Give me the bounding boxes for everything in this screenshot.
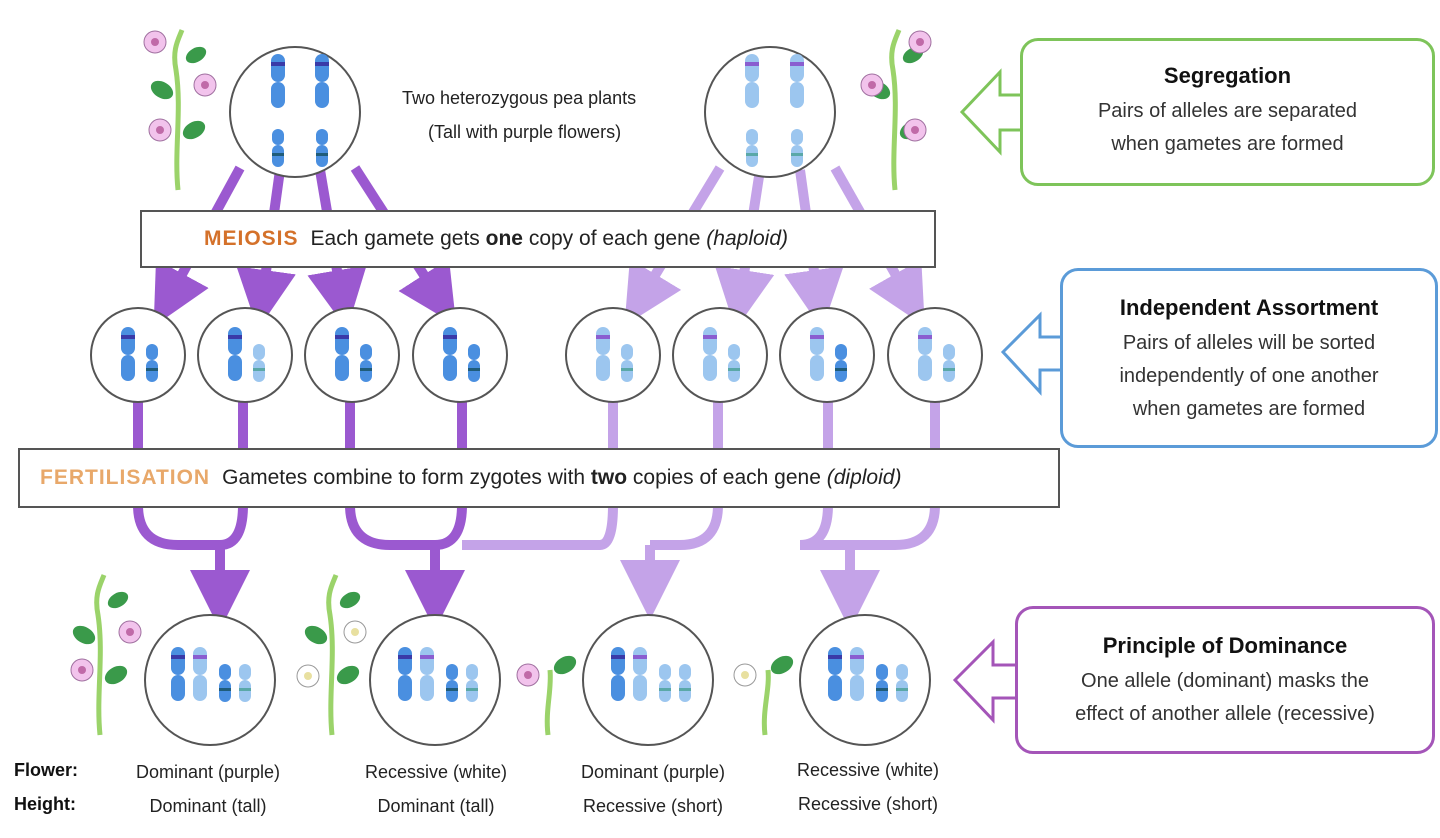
parent-plant-left-icon xyxy=(143,30,217,190)
independent-assortment-callout: Independent Assortment Pairs of alleles … xyxy=(1060,268,1438,448)
offspring-1-height: Dominant (tall) xyxy=(149,796,267,816)
parents-caption-line2: (Tall with purple flowers) xyxy=(428,122,622,142)
segregation-line2: when gametes are formed xyxy=(1111,133,1344,155)
meiosis-banner: MEIOSIS Each gamete gets one copy of eac… xyxy=(140,210,936,268)
gamete xyxy=(412,307,508,403)
offspring-3-height: Recessive (short) xyxy=(582,796,724,816)
fertilisation-bold: two xyxy=(590,466,628,489)
flower-row-label: Flower: xyxy=(14,760,79,780)
gamete xyxy=(197,307,293,403)
fertilisation-text-a: Gametes combine to form zygotes with xyxy=(222,466,591,489)
gamete xyxy=(887,307,983,403)
parent-plant-right-icon xyxy=(860,30,932,190)
offspring-3-flower: Dominant (purple) xyxy=(580,762,726,782)
offspring-cell-4 xyxy=(799,614,931,746)
fertilisation-italic: (diploid) xyxy=(826,466,902,489)
segregation-arrow-icon xyxy=(959,68,1024,156)
meiosis-text-a: Each gamete gets xyxy=(310,227,486,250)
offspring-plant-2-icon xyxy=(296,575,367,735)
height-row-label: Height: xyxy=(14,794,76,814)
offspring-cell-3 xyxy=(582,614,714,746)
offspring-4-height: Recessive (short) xyxy=(797,794,939,814)
dominance-arrow-icon xyxy=(952,638,1020,724)
parent-cell-right xyxy=(704,46,836,178)
offspring-cell-1 xyxy=(144,614,276,746)
offspring-1-flower: Dominant (purple) xyxy=(135,762,281,782)
dominance-line2: effect of another allele (recessive) xyxy=(1075,703,1375,725)
dominance-callout: Principle of Dominance One allele (domin… xyxy=(1015,606,1435,754)
offspring-2-flower: Recessive (white) xyxy=(364,762,508,782)
parents-caption-line1: Two heterozygous pea plants xyxy=(402,88,637,108)
gametes-left xyxy=(90,307,508,403)
offspring-4-flower: Recessive (white) xyxy=(796,760,940,780)
fertilisation-text-b: copies of each gene xyxy=(627,466,827,489)
meiosis-italic: (haploid) xyxy=(706,227,789,250)
offspring-plant-3-icon xyxy=(516,655,577,736)
segregation-callout: Segregation Pairs of alleles are separat… xyxy=(1020,38,1435,186)
independent-line1: Pairs of alleles will be sorted xyxy=(1122,332,1376,354)
gametes-right xyxy=(565,307,983,403)
independent-title: Independent Assortment xyxy=(1119,295,1379,320)
offspring-plant-4-icon xyxy=(733,655,794,736)
gamete xyxy=(672,307,768,403)
independent-line3: when gametes are formed xyxy=(1132,398,1366,420)
independent-arrow-icon xyxy=(1000,311,1064,396)
segregation-title: Segregation xyxy=(1163,63,1292,88)
dominance-line1: One allele (dominant) masks the xyxy=(1081,670,1369,692)
parent-cell-left xyxy=(229,46,361,178)
meiosis-bold: one xyxy=(485,227,523,250)
dominance-title: Principle of Dominance xyxy=(1102,633,1348,658)
offspring-plant-1-icon xyxy=(70,575,142,735)
gamete xyxy=(779,307,875,403)
fertilisation-banner: FERTILISATION Gametes combine to form zy… xyxy=(18,448,1060,508)
gamete xyxy=(565,307,661,403)
gamete xyxy=(304,307,400,403)
offspring-2-height: Dominant (tall) xyxy=(377,796,495,816)
independent-line2: independently of one another xyxy=(1119,365,1379,387)
fertilisation-keyword: FERTILISATION xyxy=(40,466,211,489)
segregation-line1: Pairs of alleles are separated xyxy=(1097,100,1358,122)
meiosis-text-b: copy of each gene xyxy=(522,227,707,250)
offspring-cell-2 xyxy=(369,614,501,746)
meiosis-keyword: MEIOSIS xyxy=(204,227,299,250)
gamete xyxy=(90,307,186,403)
